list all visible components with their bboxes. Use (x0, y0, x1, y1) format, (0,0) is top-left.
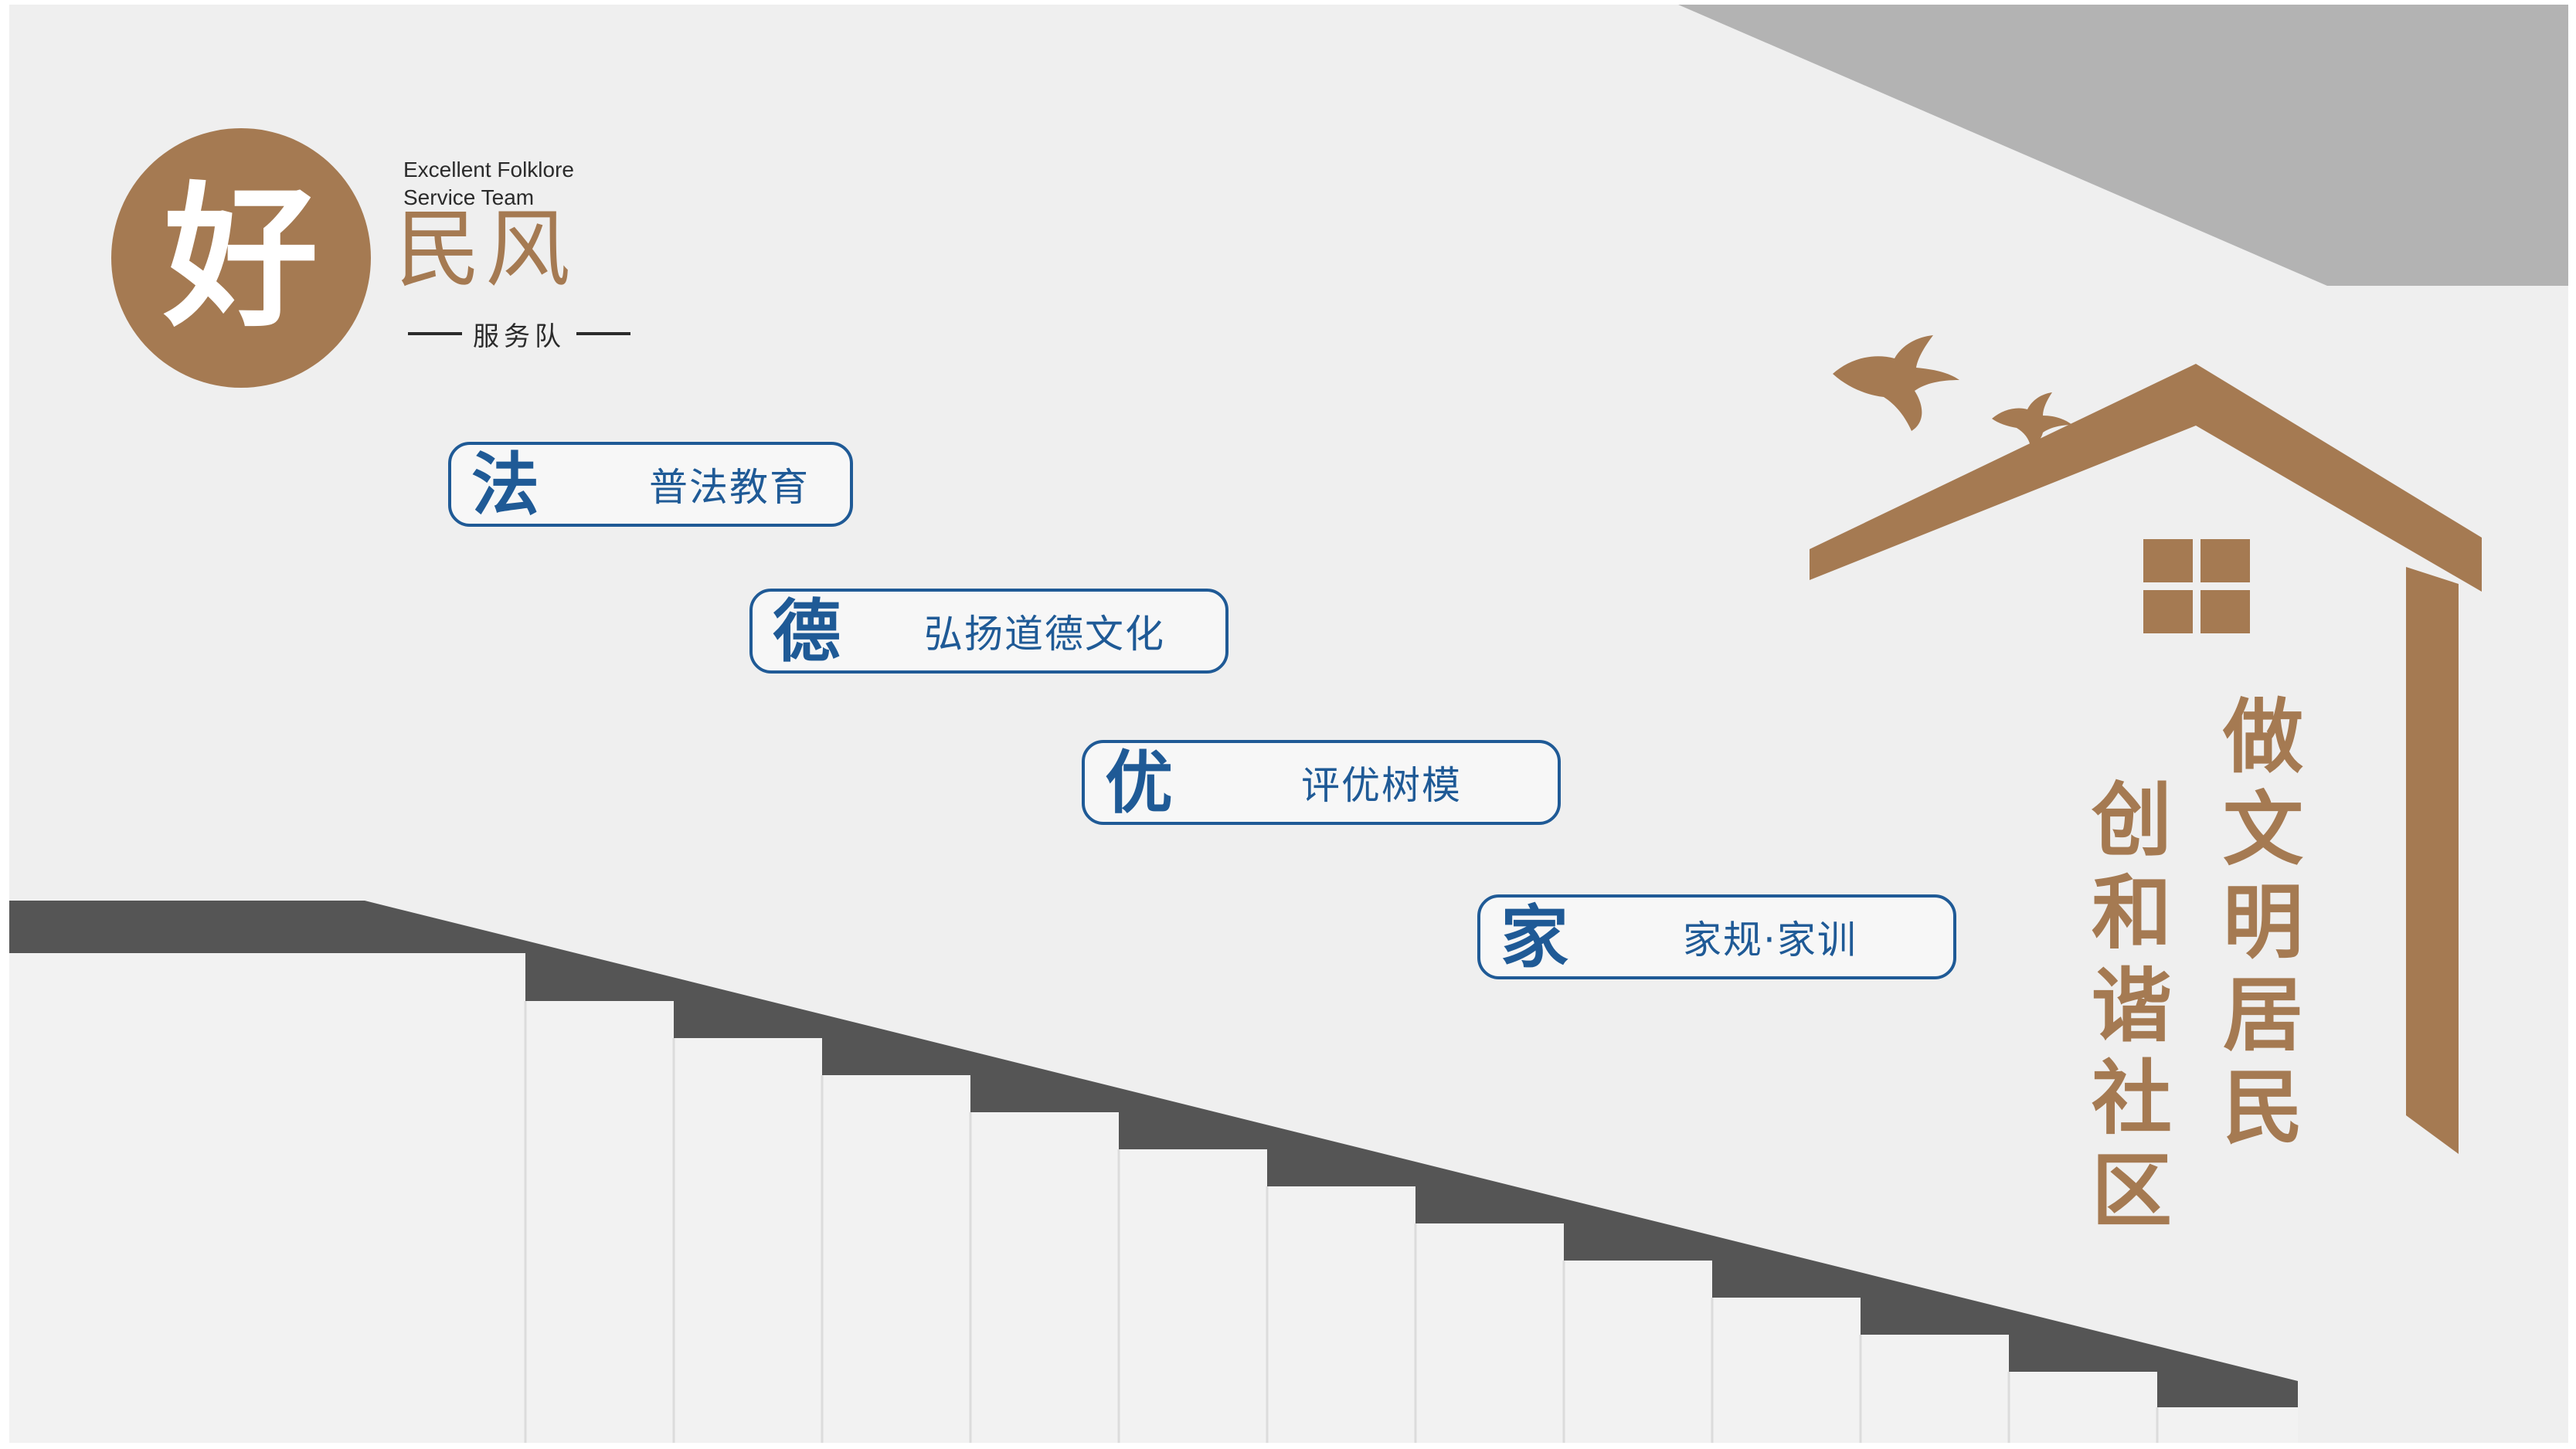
ceiling-shade (1678, 5, 2568, 286)
badge-family-char: 家 (1500, 897, 1569, 977)
badge-morality-char: 德 (773, 591, 841, 671)
logo-rule-right (576, 332, 630, 335)
badge-law: 法 普法教育 (448, 442, 853, 527)
logo-title: 民风 (396, 200, 575, 299)
logo-rule-left (408, 332, 462, 335)
logo-circle (111, 128, 371, 388)
badge-morality: 德 弘扬道德文化 (749, 589, 1229, 674)
logo-big-character: 好 (163, 167, 318, 348)
badge-morality-label: 弘扬道德文化 (924, 612, 1165, 657)
badge-family: 家 家规·家训 (1477, 894, 1956, 979)
badge-family-label: 家规·家训 (1683, 918, 1857, 962)
staircase (9, 901, 2298, 1443)
badge-excellence-char: 优 (1105, 742, 1174, 823)
bird-icon (1833, 335, 2072, 446)
logo-english-text: Excellent Folklore Service Team (403, 156, 635, 212)
slogan-right: 做文明居民 (2222, 690, 2303, 1155)
slogan-left: 创和谐社区 (2091, 773, 2172, 1238)
badge-excellence-label: 评优树模 (1301, 763, 1462, 808)
badge-excellence: 优 评优树模 (1082, 740, 1561, 825)
window-icon (2143, 539, 2250, 633)
wall-canvas: 好 Excellent Folklore Service Team 民风 服务队… (9, 5, 2568, 1443)
logo-english-line-1: Excellent Folklore (403, 158, 574, 182)
badge-law-label: 普法教育 (649, 465, 810, 510)
badge-law-char: 法 (471, 444, 540, 524)
logo-subtitle-row: 服务队 (396, 317, 643, 352)
logo-subtitle: 服务队 (473, 321, 566, 352)
house-icon (1810, 335, 2482, 1154)
logo-english-line-2: Service Team (403, 185, 535, 209)
